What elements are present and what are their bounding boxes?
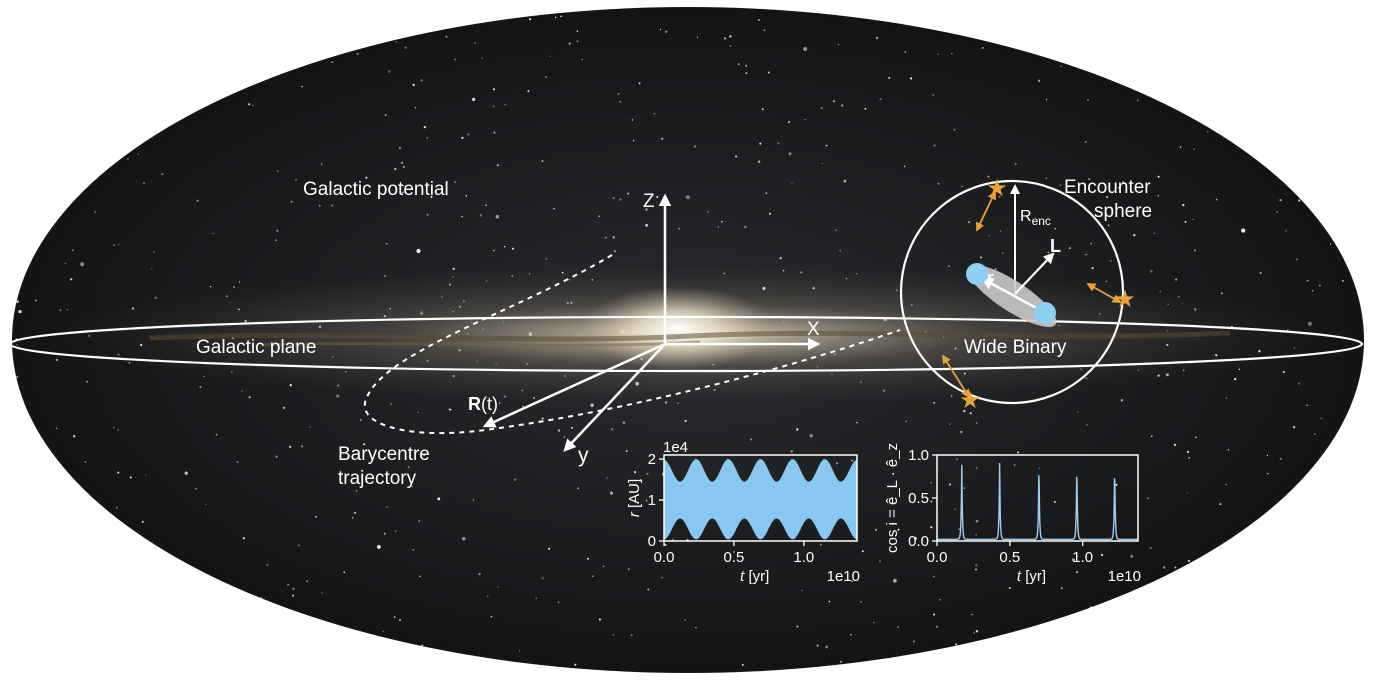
inclination-line (937, 462, 1138, 540)
x-multiplier-label: 1e10 (1108, 568, 1141, 585)
perturber-star-icon: ★ (1114, 286, 1136, 313)
label-galactic-potential: Galactic potential (303, 179, 449, 200)
binary-star-icon (1034, 302, 1056, 324)
r-vector-arrow (980, 277, 1043, 313)
label-axis-z: Z (643, 191, 655, 212)
plot-frame (663, 454, 858, 542)
separation-band (664, 459, 857, 540)
x-tick-label: 0.0 (654, 549, 675, 566)
y-multiplier-label: 1e4 (663, 439, 688, 456)
galactic-plane-ellipse (8, 315, 1364, 373)
binary-star-icon (966, 263, 988, 285)
perturber-velocity-arrow (1086, 283, 1122, 303)
label-barycentre: Barycentre (338, 444, 430, 465)
x-tick-label: 1.0 (793, 549, 814, 566)
barycentre-trajectory (363, 254, 901, 435)
R-vector-arrow (482, 342, 666, 428)
y-axis-label: r [AU] (626, 479, 643, 517)
y-tick-label: 1 (648, 492, 656, 509)
x-axis-label: t [yr] (740, 568, 769, 585)
y-axis-label: cos i = ê_L · ê_z (884, 443, 901, 553)
inset-chart-inclination: 0.0 0.5 1.0 0.0 0.5 1.0 t [yr] 1e10 cos i = ê_L … (884, 443, 1141, 585)
y-tick-label: 0.0 (908, 533, 929, 550)
label-R-vector: R(t) (468, 394, 498, 414)
galactic-bulge (583, 286, 773, 370)
label-r-vector: r (987, 268, 994, 287)
x-tick-label: 0.0 (927, 549, 948, 566)
x-tick-label: 0.5 (999, 549, 1020, 566)
perturber-velocity-arrow (976, 190, 996, 232)
label-axis-x: X (807, 319, 820, 340)
label-axis-y: y (578, 444, 589, 467)
label-galactic-plane: Galactic plane (196, 337, 316, 358)
inset-chart-separation: 0.0 0.5 1.0 0 1 2 t [yr] 1e10 r [AU] 1e4 (626, 439, 860, 585)
L-vector-arrow (1014, 252, 1055, 295)
y-tick-label: 1.0 (908, 447, 929, 464)
plot-frame (936, 454, 1139, 542)
dust-lane (149, 330, 1231, 342)
label-R-enc: Renc (1020, 208, 1051, 228)
label-wide-binary: Wide Binary (964, 337, 1067, 358)
label-sphere: sphere (1094, 201, 1152, 222)
label-trajectory: trajectory (338, 468, 417, 489)
x-axis-label: t [yr] (1017, 568, 1046, 585)
perturber-velocity-arrow (942, 354, 970, 399)
label-encounter: Encounter (1064, 177, 1151, 198)
y-tick-label: 0 (648, 533, 656, 550)
x-tick-label: 0.5 (723, 549, 744, 566)
x-tick-label: 1.0 (1072, 549, 1093, 566)
encounter-sphere: ★ ★ ★ (899, 175, 1136, 414)
y-tick-label: 0.5 (908, 490, 929, 507)
x-multiplier-label: 1e10 (827, 568, 860, 585)
y-axis-arrow (563, 343, 666, 452)
perturber-star-icon: ★ (959, 387, 981, 414)
perturber-star-icon: ★ (986, 175, 1008, 202)
y-tick-label: 2 (648, 451, 656, 468)
label-L-vector: L (1050, 236, 1061, 256)
